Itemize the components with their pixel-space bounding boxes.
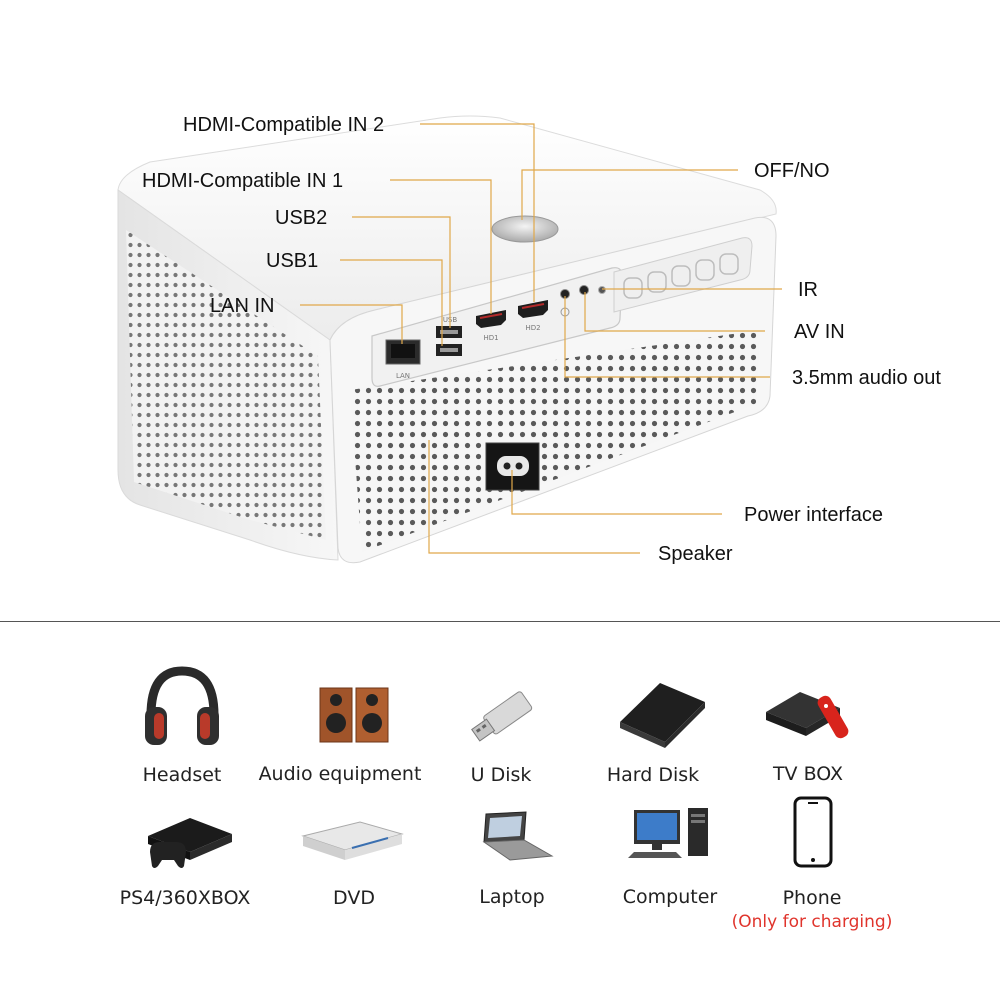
leader-usb1 [340, 259, 443, 346]
leader-lines [300, 123, 782, 554]
laptop-icon [482, 811, 554, 861]
device-label-dvd: DVD [333, 887, 375, 909]
left-vent-grille [126, 230, 326, 540]
tv-box-icon [766, 692, 849, 739]
leader-hdmi1 [390, 179, 492, 314]
device-label-game-console: PS4/360XBOX [119, 887, 251, 909]
leader-audio [564, 296, 770, 378]
rear-vent-grille [350, 330, 760, 552]
callout-usb2: USB2 [275, 207, 328, 229]
phone-icon [793, 796, 833, 868]
callout-usb1: USB1 [266, 250, 319, 272]
computer-icon [628, 808, 708, 858]
hdmi2-port-mark: HD2 [525, 324, 540, 332]
leader-av [584, 292, 765, 332]
device-label-tv-box: TV BOX [772, 763, 844, 785]
headset-icon [145, 666, 219, 745]
callout-lan-in: LAN IN [210, 295, 275, 317]
power-button [491, 215, 559, 243]
callout-audio-out: 3.5mm audio out [792, 367, 941, 389]
device-label-audio-equipment: Audio equipment [258, 763, 422, 785]
device-label-hard-disk: Hard Disk [606, 764, 700, 786]
leader-offno [521, 169, 738, 220]
device-label-computer: Computer [622, 886, 718, 908]
game-console-icon [148, 818, 232, 868]
device-label-laptop: Laptop [479, 886, 545, 908]
callout-power-interface: Power interface [744, 504, 883, 526]
leader-usb2 [352, 216, 451, 328]
hdmi1-port-mark: HD1 [483, 334, 498, 342]
leader-hdmi2 [420, 123, 535, 302]
port-panel [371, 267, 623, 387]
callout-hdmi-in-2: HDMI-Compatible IN 2 [183, 114, 385, 136]
phone-charging-note: (Only for charging) [731, 912, 893, 932]
ir-sensor [598, 286, 606, 294]
dvd-player-icon [301, 821, 404, 860]
usb-drive-icon [471, 691, 533, 742]
leader-speaker [428, 440, 640, 554]
lan-port-mark: LAN [396, 372, 410, 380]
hard-disk-icon [620, 683, 705, 748]
device-label-phone: Phone [782, 887, 842, 909]
callout-ir: IR [798, 279, 818, 301]
callout-av-in: AV IN [794, 321, 845, 343]
leader-power [511, 470, 722, 515]
callout-speaker: Speaker [658, 543, 733, 565]
device-label-headset: Headset [142, 764, 222, 786]
ir-window [613, 237, 753, 313]
device-label-u-disk: U Disk [470, 764, 532, 786]
callout-hdmi-in-1: HDMI-Compatible IN 1 [142, 170, 344, 192]
section-divider [0, 621, 1000, 622]
leader-lan [300, 304, 403, 344]
speakers-icon [319, 687, 389, 743]
callout-off-no: OFF/NO [754, 160, 830, 182]
av-in-jack [579, 285, 589, 295]
